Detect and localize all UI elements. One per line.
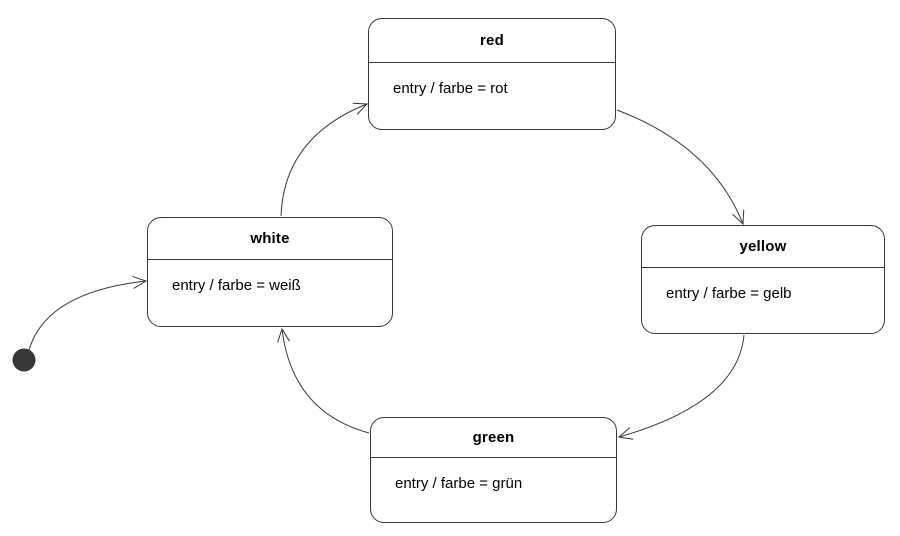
state-yellow-title: yellow — [642, 226, 884, 268]
state-white-title: white — [148, 218, 392, 260]
state-red-entry-action: entry / farbe = rot — [393, 80, 508, 97]
state-green: green entry / farbe = grün — [370, 417, 617, 523]
state-yellow-entry-action: entry / farbe = gelb — [666, 285, 792, 302]
transition-green-to-white — [282, 329, 370, 434]
transition-initial-to-white — [28, 281, 146, 351]
state-white-entry-action: entry / farbe = weiß — [172, 277, 301, 294]
transition-yellow-to-green — [619, 334, 745, 437]
transition-white-to-red — [280, 104, 367, 217]
state-white: white entry / farbe = weiß — [147, 217, 393, 327]
state-red: red entry / farbe = rot — [368, 18, 616, 130]
state-yellow: yellow entry / farbe = gelb — [641, 225, 885, 334]
state-red-title: red — [369, 19, 615, 63]
state-green-entry-action: entry / farbe = grün — [395, 475, 523, 492]
state-green-title: green — [371, 418, 616, 458]
initial-state-dot — [12, 348, 36, 372]
transition-red-to-yellow — [616, 109, 743, 224]
